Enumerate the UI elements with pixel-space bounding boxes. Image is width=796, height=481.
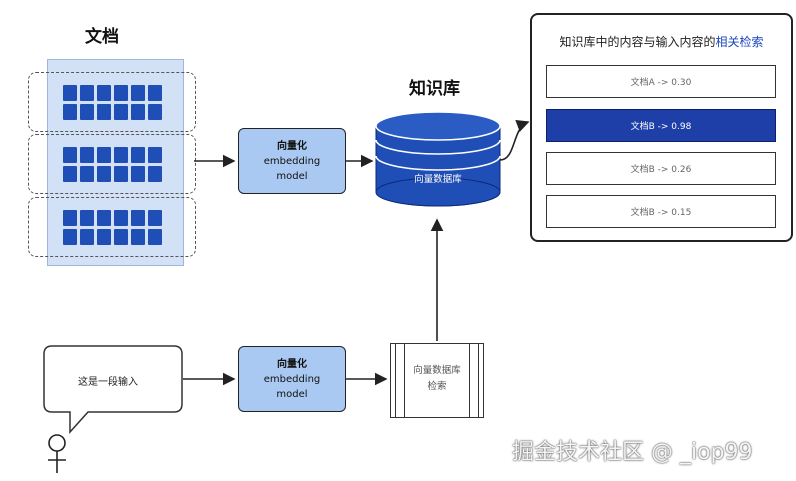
speech-bubble	[43, 345, 183, 434]
chunk-grid	[62, 84, 162, 120]
watermark: 掘金技术社区 @ _iop99	[512, 440, 753, 465]
result-item-4[interactable]: 文档B -> 0.15	[546, 195, 776, 228]
search-box-left-bar	[395, 344, 405, 417]
retrieval-results-panel: 知识库中的内容与输入内容的相关检索 文档A -> 0.30 文档B -> 0.9…	[530, 13, 793, 242]
document-chunk-2	[28, 134, 196, 194]
chunk-grid	[62, 209, 162, 245]
result-item-1[interactable]: 文档A -> 0.30	[546, 65, 776, 98]
embedding-label: embedding	[263, 373, 321, 385]
results-title: 知识库中的内容与输入内容的相关检索	[532, 33, 791, 50]
arrow-db-to-results	[499, 119, 530, 161]
result-item-2-selected[interactable]: 文档B -> 0.98	[546, 109, 776, 142]
documents-title: 文档	[85, 27, 119, 47]
vector-search-label: 向量数据库 检索	[401, 363, 473, 395]
user-icon	[48, 434, 66, 473]
model-label: model	[276, 170, 308, 182]
document-chunk-3	[28, 197, 196, 257]
knowledge-base-title: 知识库	[409, 79, 460, 99]
vector-search-box: 向量数据库 检索	[390, 343, 484, 418]
input-text: 这是一段输入	[78, 377, 138, 388]
vector-search-line-2: 检索	[427, 381, 447, 392]
vector-search-line-1: 向量数据库	[413, 365, 461, 376]
embedding-model-bottom: 向量化 embedding model	[238, 346, 346, 412]
results-title-highlight: 相关检索	[715, 35, 764, 49]
document-chunk-1	[28, 72, 196, 132]
vector-database-cylinder	[375, 111, 501, 207]
embedding-label: embedding	[263, 155, 321, 167]
embedding-model-top: 向量化 embedding model	[238, 128, 346, 194]
results-title-prefix: 知识库中的内容与输入内容的	[559, 35, 716, 49]
model-label: model	[276, 388, 308, 400]
chunk-grid	[62, 146, 162, 182]
embedding-title: 向量化	[277, 358, 307, 370]
embedding-title: 向量化	[277, 140, 307, 152]
result-item-3[interactable]: 文档B -> 0.26	[546, 152, 776, 185]
search-box-right-bar	[469, 344, 479, 417]
vector-database-label: 向量数据库	[414, 174, 462, 185]
